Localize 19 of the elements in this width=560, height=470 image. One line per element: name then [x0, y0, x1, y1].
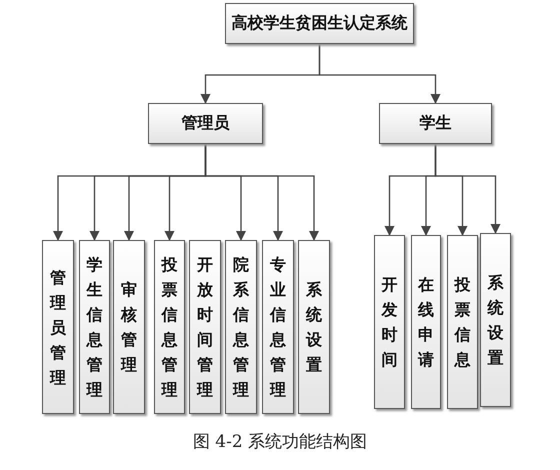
figure-caption: 图 4-2 系统功能结构图 — [192, 431, 368, 453]
function-box: 开发时间 — [374, 235, 405, 409]
arrow — [434, 144, 500, 234]
function-box: 系统设置 — [298, 240, 330, 414]
function-box: 学生信息管理 — [79, 240, 110, 414]
process-box: 学生 — [379, 103, 492, 144]
function-box: 院系信息管理 — [225, 240, 257, 414]
function-box: 开放时间管理 — [189, 240, 221, 414]
function-box: 投票信息管理 — [154, 240, 185, 414]
function-box: 管理员管理 — [42, 240, 74, 414]
function-box: 投票信息 — [447, 235, 478, 409]
function-box: 系统设置 — [480, 233, 511, 407]
function-box: 审核管理 — [113, 240, 145, 414]
process-box: 管理员 — [148, 103, 263, 144]
function-box: 专业信息管理 — [262, 240, 294, 414]
function-box: 在线申请 — [411, 235, 441, 409]
process-box: 高校学生贫困生认定系统 — [225, 3, 414, 44]
arrow — [204, 144, 319, 241]
arrow — [318, 44, 440, 104]
